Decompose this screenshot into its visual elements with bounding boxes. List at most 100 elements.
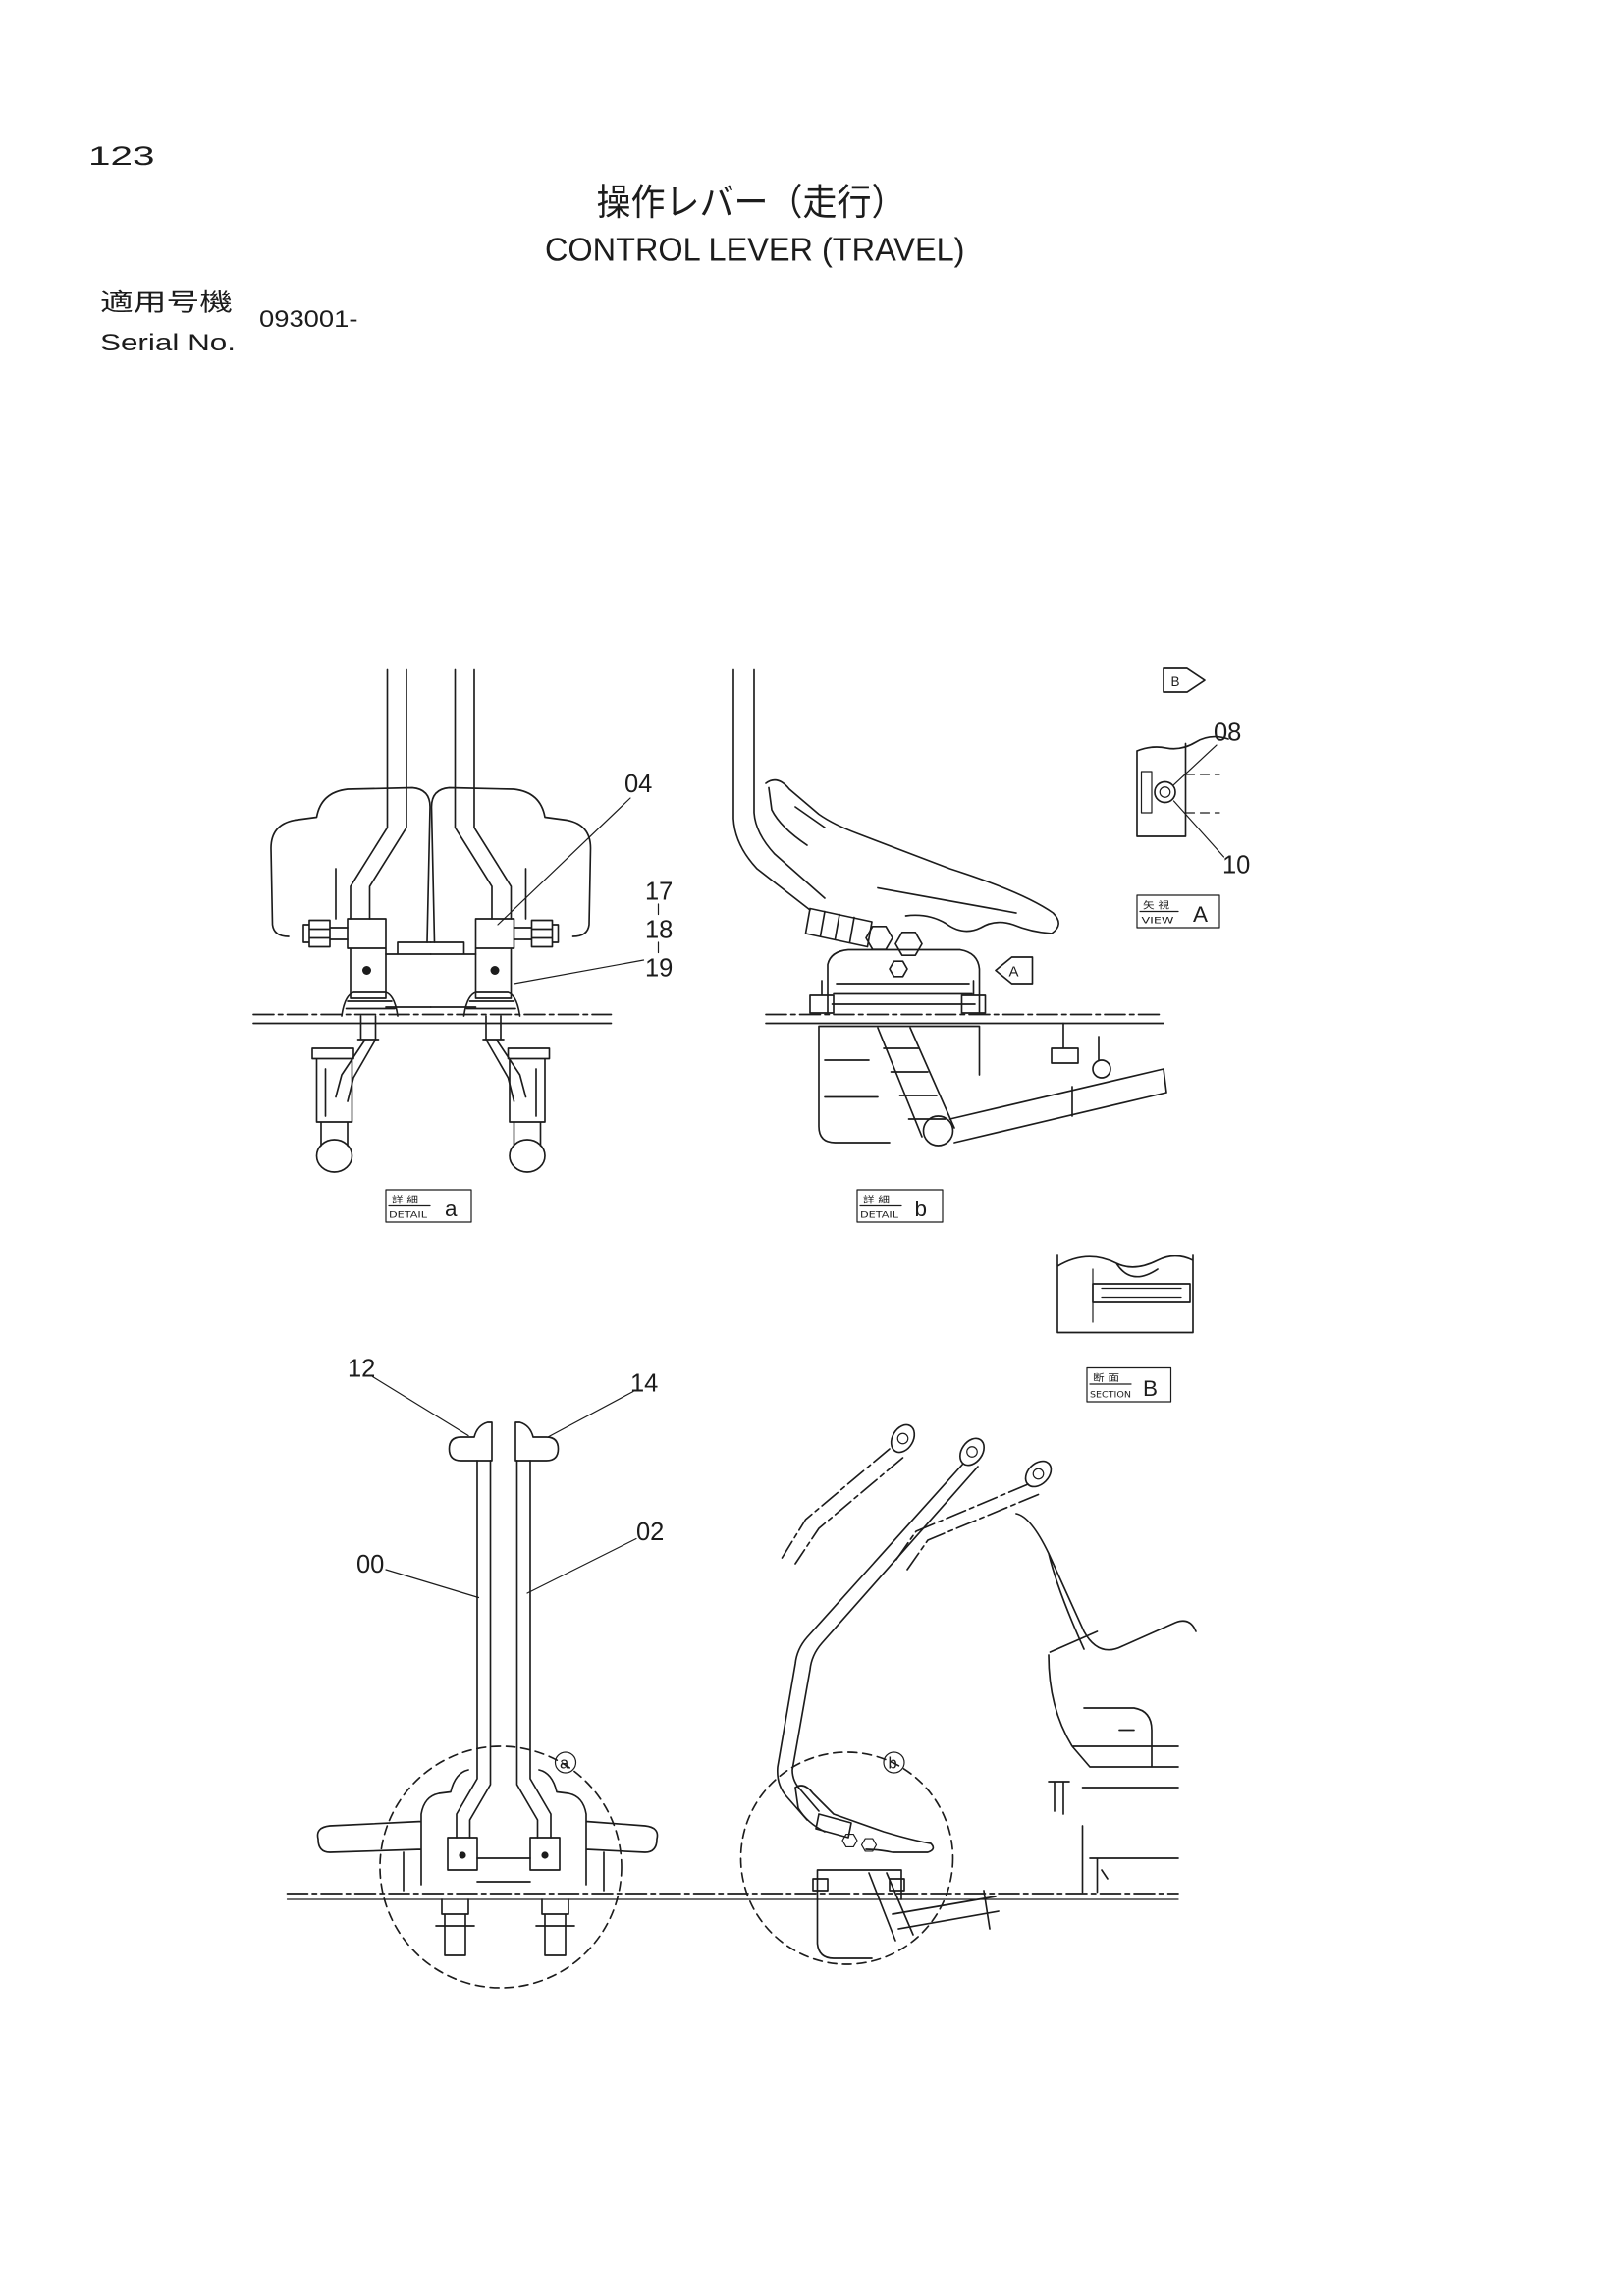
lever-grip-left <box>448 1421 493 1462</box>
center-housing <box>429 941 477 1008</box>
applicability-label-japanese: 適用号機 <box>100 289 233 318</box>
clamp-nut <box>841 1833 858 1848</box>
label-box <box>1086 1366 1172 1403</box>
label-box <box>385 1189 472 1223</box>
callout-label-17: 17 <box>645 879 673 906</box>
lever-position-forward <box>781 1448 904 1565</box>
applicability-label-english: Serial No. <box>100 330 236 356</box>
bracket-pin <box>459 1851 466 1859</box>
center-housing <box>476 1857 531 1883</box>
mounting-bolt <box>302 919 349 948</box>
arrow-letter: B <box>1170 674 1179 689</box>
label-english: VIEW <box>1141 917 1173 927</box>
bracket-pin <box>490 966 500 976</box>
view-a-drawing: B 08 10 矢 視 VIEW A <box>1136 667 1250 929</box>
pin-inner <box>1159 786 1171 798</box>
pin-outer <box>1154 780 1176 804</box>
leader-line <box>497 797 631 926</box>
travel-lever-rod <box>454 668 513 920</box>
clamp-nut <box>894 931 923 957</box>
direction-arrow-icon <box>995 956 1034 985</box>
detail-a-front-view: 04 17 18 19 詳 細 DETAIL a <box>252 668 673 1223</box>
section-b-drawing: 断 面 SECTION B <box>1056 1254 1194 1403</box>
pilot-valve <box>507 1047 551 1147</box>
serial-number: 093001- <box>259 306 357 333</box>
pilot-valve-right <box>535 1898 575 1956</box>
label-english: DETAIL <box>860 1211 898 1221</box>
rubber-boot <box>462 991 521 1017</box>
label-letter: B <box>1143 1376 1158 1401</box>
label-box <box>856 1189 944 1223</box>
detail-b-side-view: A 詳 細 DETAIL b <box>732 668 1167 1223</box>
arrow-letter: A <box>1008 964 1018 981</box>
right-control-half <box>429 668 592 1173</box>
left-control-half <box>270 668 432 1173</box>
marker-ring <box>554 1751 577 1774</box>
label-letter: b <box>914 1197 927 1221</box>
valve-spool-housing <box>877 1027 955 1138</box>
lever-rod-left <box>456 1460 492 1839</box>
label-letter: a <box>445 1197 458 1221</box>
lever-rod-right <box>515 1460 552 1839</box>
label-english: DETAIL <box>389 1211 427 1221</box>
pilot-valve-body <box>818 1025 981 1144</box>
marker-ring <box>883 1751 905 1774</box>
leader-line <box>513 959 645 985</box>
section-b-arrow: B <box>1163 667 1206 693</box>
label-japanese: 詳 細 <box>392 1194 418 1206</box>
page-number: 123 <box>88 141 154 171</box>
pilot-valve <box>311 1047 354 1147</box>
view-a-slot <box>1140 771 1153 814</box>
section-b-slot <box>1092 1283 1191 1303</box>
direction-arrow-icon <box>1163 667 1206 693</box>
page-title-english: CONTROL LEVER (TRAVEL) <box>545 232 964 268</box>
leader-line <box>547 1390 634 1438</box>
link-pivot <box>922 1115 954 1147</box>
link-bracket <box>1051 1022 1100 1064</box>
detail-b-callout-circle <box>739 1751 954 1965</box>
lower-linkage <box>335 1015 380 1102</box>
clamp-nut <box>860 1838 878 1852</box>
mounting-bolt <box>513 919 560 948</box>
callout-label-18: 18 <box>645 917 673 944</box>
rubber-boot <box>341 991 399 1017</box>
console-outline <box>430 786 592 943</box>
lever-bracket <box>474 918 515 999</box>
lever-clamp <box>804 907 873 948</box>
valve-roller <box>509 1139 546 1173</box>
lower-linkage <box>482 1015 527 1102</box>
clamp-nut <box>865 925 893 951</box>
valve-mount-base <box>827 948 981 1014</box>
view-a-arrow: A <box>995 956 1034 985</box>
callout-label-10: 10 <box>1222 852 1250 880</box>
label-japanese: 矢 視 <box>1143 899 1169 912</box>
marker-letter: a <box>560 1755 569 1773</box>
console-side-lower <box>794 1785 935 1853</box>
console-side-outline <box>765 778 1059 934</box>
detail-a-marker: a <box>554 1751 577 1774</box>
callout-label-08: 08 <box>1214 720 1241 747</box>
detail-a-label: 詳 細 DETAIL a <box>385 1189 472 1223</box>
seat-base <box>1048 1781 1179 1894</box>
lever-clamp-lower <box>815 1813 852 1839</box>
lever-grip-reverse <box>1024 1460 1053 1488</box>
travel-link-rod <box>948 1068 1167 1144</box>
section-hatching <box>1092 1268 1182 1323</box>
lever-grip-forward <box>890 1423 916 1454</box>
section-b-label: 断 面 SECTION B <box>1086 1366 1172 1403</box>
page-title-japanese: 操作レバー（走行） <box>596 181 905 224</box>
assembly-side-view: b <box>739 1423 1197 1965</box>
grip-eye <box>896 1432 909 1445</box>
mounting-stud <box>809 980 987 1014</box>
callout-label-14: 14 <box>630 1370 658 1398</box>
callout-label-04: 04 <box>624 771 652 798</box>
label-english: SECTION <box>1090 1391 1131 1401</box>
seat-console-side <box>1015 1513 1197 1768</box>
valve-roller <box>315 1139 353 1173</box>
pilot-valve-left <box>435 1898 475 1956</box>
grip-eye <box>966 1446 978 1458</box>
view-a-part-outline <box>1136 735 1229 837</box>
lever-bracket <box>347 918 387 999</box>
